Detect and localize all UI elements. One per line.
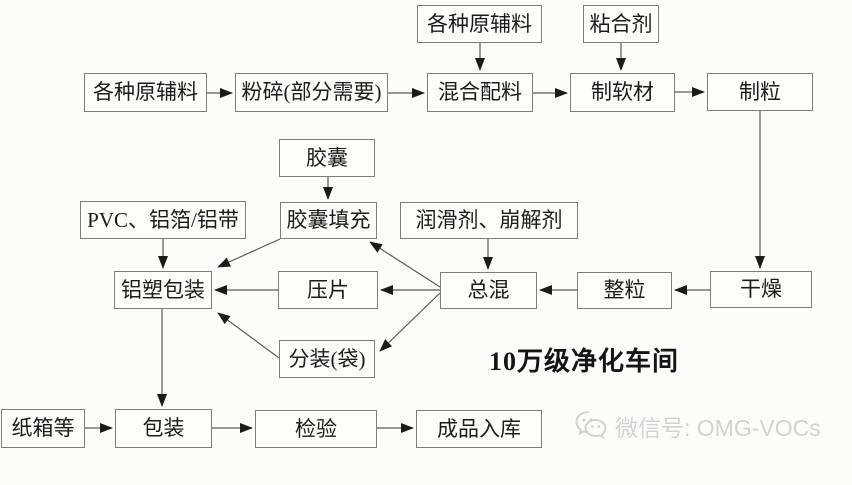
flow-box-packing: 包装 xyxy=(115,409,212,448)
flow-box-bag-filling: 分装(袋) xyxy=(279,340,375,378)
watermark: 微信号: OMG-VOCs xyxy=(574,409,821,443)
arrow-final-blending-to-bag-filling xyxy=(379,292,441,352)
flow-box-label: 粉碎(部分需要) xyxy=(241,80,382,104)
arrow-capsule-filling-to-blister-packing xyxy=(217,238,281,268)
flow-box-label: 制粒 xyxy=(739,79,781,104)
flow-box-label: 各种原辅料 xyxy=(427,11,532,36)
flow-box-label: 各种原辅料 xyxy=(93,80,198,104)
flow-box-label: 压片 xyxy=(307,277,349,302)
flow-box-raw-materials: 各种原辅料 xyxy=(84,73,207,112)
flow-box-granule-sizing: 整粒 xyxy=(577,272,672,309)
flow-box-capsule-filling: 胶囊填充 xyxy=(280,202,377,239)
wechat-icon xyxy=(575,411,607,439)
clean-room-grade-label: 10万级净化车间 xyxy=(489,347,680,376)
flow-box-label: 胶囊填充 xyxy=(286,208,371,232)
flow-box-label: 整粒 xyxy=(603,278,646,302)
flow-box-lubricant: 润滑剂、崩解剂 xyxy=(400,202,578,239)
flow-box-label: 粘合剂 xyxy=(589,11,653,36)
flow-box-label: 总混 xyxy=(467,278,510,302)
flow-box-label: 纸箱等 xyxy=(11,416,75,440)
flow-box-carton: 纸箱等 xyxy=(1,409,85,448)
flow-box-label: 分装(袋) xyxy=(288,346,366,371)
flow-box-tablet-pressing: 压片 xyxy=(278,271,378,309)
flow-box-granulation: 制粒 xyxy=(707,73,813,111)
flow-box-label: 成品入库 xyxy=(437,416,521,441)
flow-box-warehousing: 成品入库 xyxy=(416,410,542,448)
flow-box-raw-materials-top: 各种原辅料 xyxy=(417,5,542,43)
flow-box-capsule: 胶囊 xyxy=(279,139,375,177)
flow-box-label: 包装 xyxy=(142,416,185,440)
flow-box-label: 检验 xyxy=(295,416,337,441)
flow-box-final-blending: 总混 xyxy=(440,272,537,309)
flow-box-binder: 粘合剂 xyxy=(583,5,659,43)
flow-box-label: 胶囊 xyxy=(306,145,348,170)
flow-box-mixing: 混合配料 xyxy=(427,73,533,112)
arrow-bag-filling-to-blister-packing xyxy=(217,312,280,359)
flow-box-label: 铝塑包装 xyxy=(121,277,205,302)
flow-box-label: 混合配料 xyxy=(438,80,522,104)
flow-box-label: 干燥 xyxy=(740,277,782,301)
arrow-final-blending-to-capsule-filling xyxy=(369,241,441,288)
flow-box-soft-material: 制软材 xyxy=(570,73,675,112)
flow-box-pvc-foil: PVC、铝箔/铝带 xyxy=(80,201,246,239)
flow-box-blister-packing: 铝塑包装 xyxy=(114,271,212,309)
flow-box-label: 润滑剂、崩解剂 xyxy=(415,208,563,232)
watermark-wechat-id: 微信号: OMG-VOCs xyxy=(615,415,821,441)
flow-box-inspection: 检验 xyxy=(255,410,377,448)
flow-box-label: PVC、铝箔/铝带 xyxy=(87,207,239,232)
flow-box-crushing: 粉碎(部分需要) xyxy=(235,73,388,112)
flow-box-drying: 干燥 xyxy=(710,271,812,308)
flow-box-label: 制软材 xyxy=(591,80,654,104)
